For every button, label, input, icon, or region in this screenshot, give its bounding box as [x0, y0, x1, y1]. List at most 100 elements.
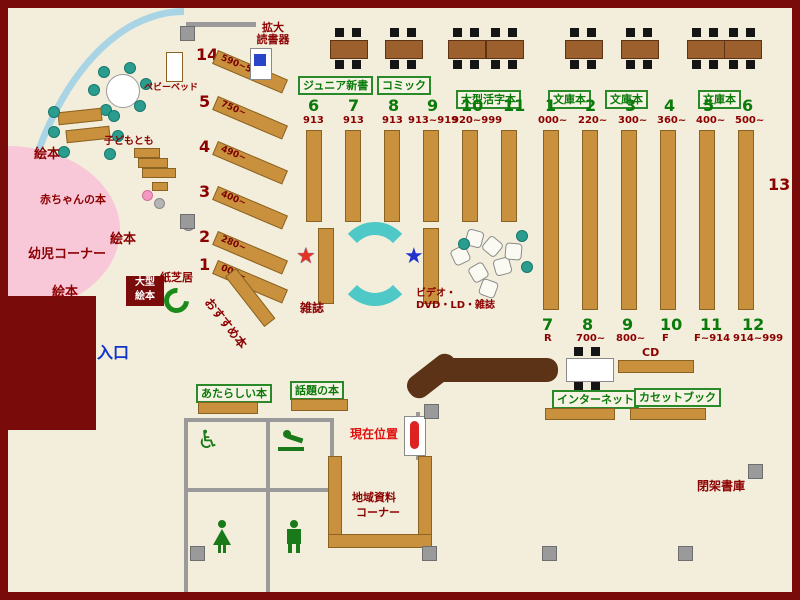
star-icon-red: ★ — [296, 244, 316, 269]
curved-bench — [336, 222, 414, 306]
pillar — [180, 214, 195, 229]
stack-range: F — [662, 333, 669, 344]
cd-label: CD — [642, 346, 660, 359]
display-step — [142, 168, 176, 178]
magazine-stack — [318, 228, 334, 304]
display-step — [138, 158, 168, 168]
table-chairs — [626, 60, 635, 69]
magnifier-line1: 拡大 — [262, 21, 284, 34]
stack-range: 913 — [303, 115, 324, 126]
video-label-line2: DVD・LD・雑誌 — [416, 300, 496, 311]
infant-corner-label: 幼児コーナー — [28, 247, 107, 262]
stack-range: 360~ — [657, 115, 687, 126]
bunko-label-2: 文庫本 — [605, 90, 648, 109]
table-chairs — [335, 28, 344, 37]
men-restroom-icon — [285, 520, 305, 554]
pillar — [180, 26, 195, 41]
reading-table — [448, 40, 486, 59]
women-restroom-icon — [212, 520, 232, 554]
table-chairs — [729, 28, 738, 37]
cd-shelf — [618, 360, 694, 373]
internet-label: インターネット — [552, 390, 639, 409]
book-stack — [423, 130, 439, 222]
stack-number: 10 — [660, 315, 683, 334]
stack-range: 913 — [382, 115, 403, 126]
magnifier-label: 拡大 読書器 — [248, 21, 298, 47]
baby-change-icon — [276, 428, 306, 454]
video-stack — [423, 228, 439, 304]
pillar — [542, 546, 557, 561]
book-stack — [462, 130, 478, 222]
new-books-label: あたらしい本 — [196, 384, 272, 403]
entrance-block — [8, 296, 96, 430]
baby-books-label: 赤ちゃんの本 — [40, 193, 106, 206]
display-step — [134, 148, 160, 158]
table-chairs — [453, 28, 462, 37]
kodomo-tomo-label: 子どもとも — [104, 136, 154, 147]
table-chairs — [390, 28, 399, 37]
stack-number: 9 — [622, 315, 634, 334]
kids-chair-dot — [108, 110, 120, 122]
cassette-label: カセットブック — [634, 388, 721, 407]
ehon-label-2: 絵本 — [110, 232, 137, 247]
bunko-label-1: 文庫本 — [548, 90, 591, 109]
wall-segment — [330, 418, 334, 463]
local-materials-label-line1: 地域資料 — [352, 491, 396, 504]
book-stack — [306, 130, 322, 222]
video-label-line1: ビデオ・ — [416, 288, 456, 299]
left-shelf-number: 14 — [196, 45, 219, 64]
stack-range: 300~ — [618, 115, 648, 126]
lounge-table-dot — [521, 261, 533, 273]
wall-segment — [266, 488, 270, 592]
table-chairs — [491, 28, 500, 37]
table-chairs — [626, 28, 635, 37]
table-chairs — [491, 60, 500, 69]
stack-13-label: 13 — [768, 175, 791, 194]
stack-range: 700~ — [576, 333, 606, 344]
left-shelf-number: 2 — [199, 227, 211, 246]
stack-range: 000~ — [538, 115, 568, 126]
stack-number: 1 — [545, 96, 557, 115]
pillar — [678, 546, 693, 561]
left-shelf-number: 1 — [199, 255, 211, 274]
reading-table — [330, 40, 368, 59]
table-chairs — [574, 347, 583, 356]
stack-number: 4 — [664, 96, 676, 115]
magazine-label: 雑誌 — [300, 301, 325, 315]
stack-number: 7 — [348, 96, 360, 115]
kamishibai-label: 紙芝居 — [160, 271, 193, 284]
pillar — [748, 464, 763, 479]
stack-number: 6 — [308, 96, 320, 115]
reading-table — [385, 40, 423, 59]
table-chairs — [692, 60, 701, 69]
kids-chair-dot — [140, 78, 152, 90]
table-chairs — [335, 60, 344, 69]
table-chairs — [570, 28, 579, 37]
table-chairs — [692, 28, 701, 37]
kids-chair-dot — [88, 84, 100, 96]
book-stack — [345, 130, 361, 222]
wall-segment — [184, 488, 334, 492]
stack-range: 914~999 — [733, 333, 784, 344]
book-stack — [582, 130, 598, 310]
pillar — [424, 404, 439, 419]
wall-segment — [184, 418, 332, 422]
magnifier-line2: 読書器 — [256, 33, 290, 47]
book-stack — [621, 130, 637, 310]
kids-chair-dot — [124, 62, 136, 74]
stack-range: R — [544, 333, 552, 344]
new-books-shelf — [198, 402, 258, 414]
left-shelf-number: 5 — [199, 92, 211, 111]
av-shelf — [545, 408, 615, 420]
kids-chair-dot — [134, 100, 146, 112]
reading-table — [565, 40, 603, 59]
kids-chair-dot — [48, 126, 60, 138]
stack-range: 500~ — [735, 115, 765, 126]
stack-number: 8 — [388, 96, 400, 115]
gray-stool — [154, 198, 165, 209]
current-location-pin — [410, 421, 419, 449]
stack-number: 11 — [503, 96, 526, 115]
local-materials-label-line2: コーナー — [356, 506, 400, 519]
av-shelf — [630, 408, 706, 420]
entrance-label: 入口 — [97, 343, 130, 362]
